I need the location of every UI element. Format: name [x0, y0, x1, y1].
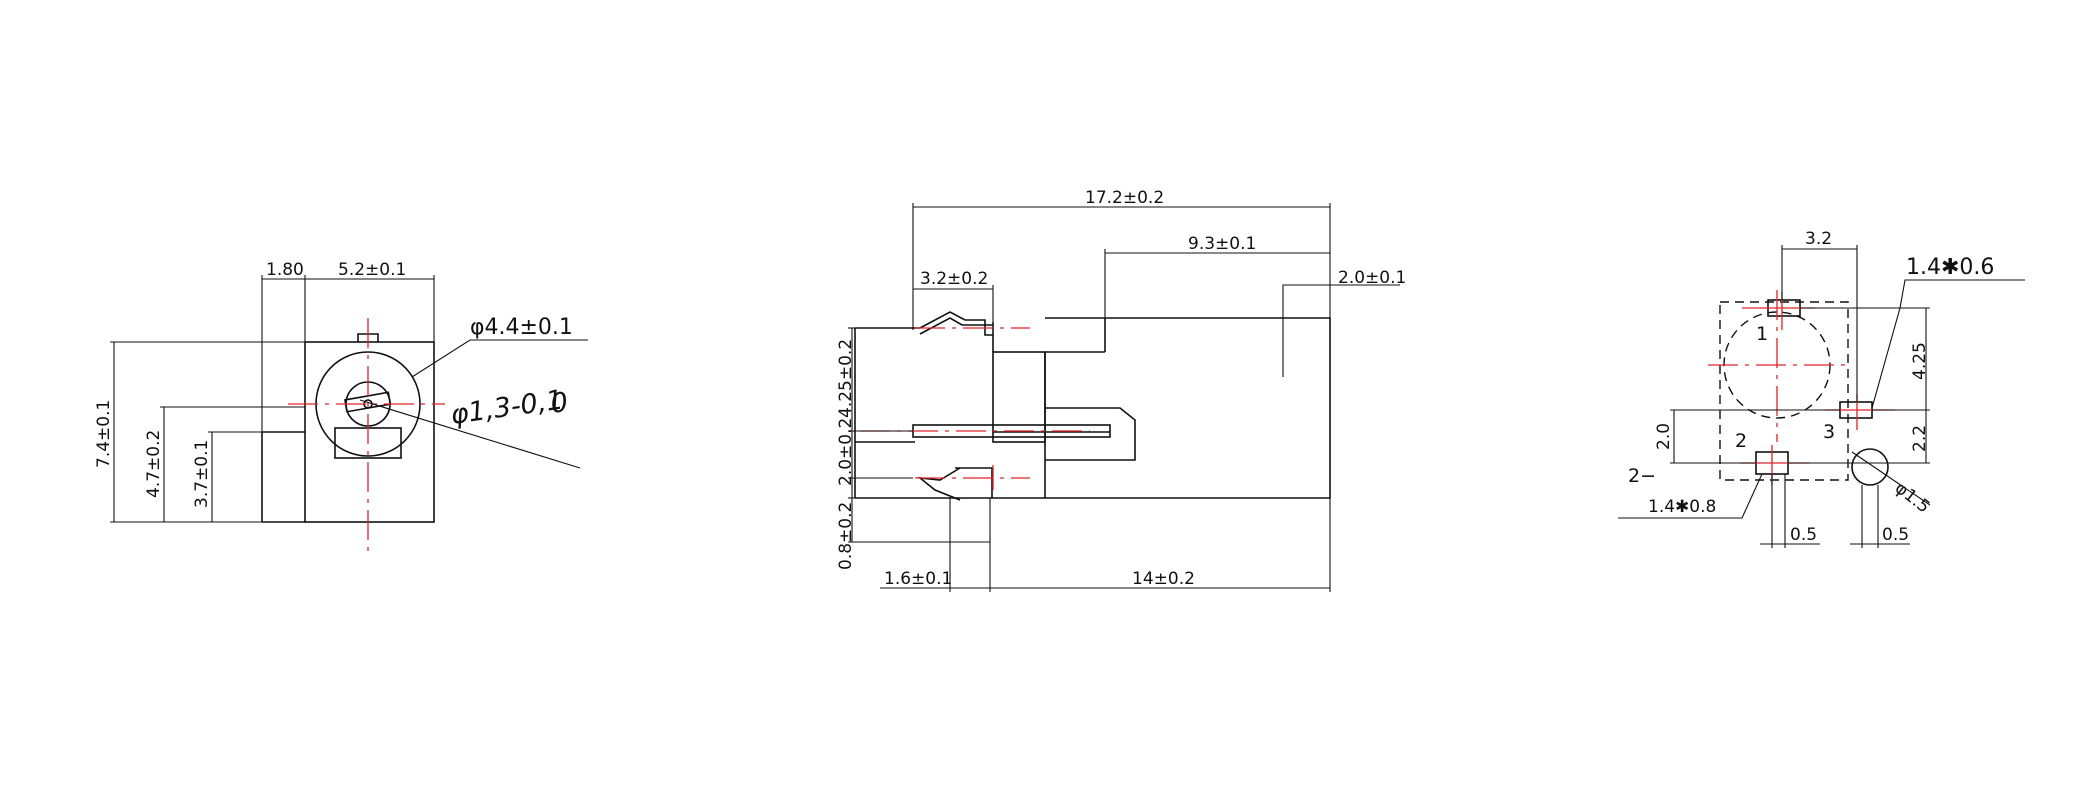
front-view: 1.80 5.2±0.1 φ4.4±0.1 φ1,3-0,1 0 7.4±0.1…	[94, 260, 588, 558]
side-view: 17.2±0.2 9.3±0.1 2.0±0.1 3.2±0.2 4.25±0.…	[836, 188, 1406, 592]
dim-1-80: 1.80	[266, 260, 304, 280]
dim-pad-1-4x0-8: 1.4✱0.8	[1648, 497, 1716, 517]
dim-5-2: 5.2±0.1	[338, 260, 406, 280]
dim-2-0-lead: 2.0±0.1	[1338, 268, 1406, 288]
footprint-view: 1 2 3 3.2 1.4✱0.6 4.25 2.2 2.0 2− 1.4✱0.…	[1618, 229, 2025, 548]
dim-hole-1-5: φ1.5	[1891, 478, 1933, 517]
pin-label-2: 2	[1735, 430, 1747, 452]
dim-0-5-b: 0.5	[1882, 525, 1909, 545]
dim-2-2: 2.2	[1910, 425, 1930, 452]
dim-4-25-fp: 4.25	[1910, 342, 1930, 380]
dim-3-7: 3.7±0.1	[192, 440, 212, 508]
dim-dia-1-3: φ1,3-0,1	[449, 384, 566, 430]
dim-3-2-fp: 3.2	[1805, 229, 1832, 249]
dim-3-2: 3.2±0.2	[920, 269, 988, 289]
dim-pad-1-4x0-6: 1.4✱0.6	[1906, 255, 1994, 280]
dim-1-6: 1.6±0.1	[884, 569, 952, 589]
dim-dia-4-4: φ4.4±0.1	[470, 315, 573, 340]
dim-2-0-fp: 2.0	[1654, 423, 1674, 450]
footprint-outline	[1719, 301, 1849, 481]
hole-1-5	[1851, 448, 1889, 486]
pin-label-1: 1	[1756, 323, 1768, 345]
dim-2-0-v: 2.0±0.2	[836, 418, 856, 486]
dim-tolerance-0: 0	[549, 387, 570, 420]
dim-4-25: 4.25±0.2	[836, 339, 856, 418]
dim-0-8: 0.8±0.2	[836, 502, 856, 570]
dim-4-7: 4.7±0.2	[144, 430, 164, 498]
pin-label-3: 3	[1823, 421, 1835, 443]
dim-14: 14±0.2	[1132, 569, 1195, 589]
dim-0-5-a: 0.5	[1790, 525, 1817, 545]
dim-qty-2: 2−	[1628, 465, 1656, 487]
dim-9-3: 9.3±0.1	[1188, 234, 1256, 254]
dim-7-4: 7.4±0.1	[94, 400, 114, 468]
dim-17-2: 17.2±0.2	[1085, 188, 1164, 208]
